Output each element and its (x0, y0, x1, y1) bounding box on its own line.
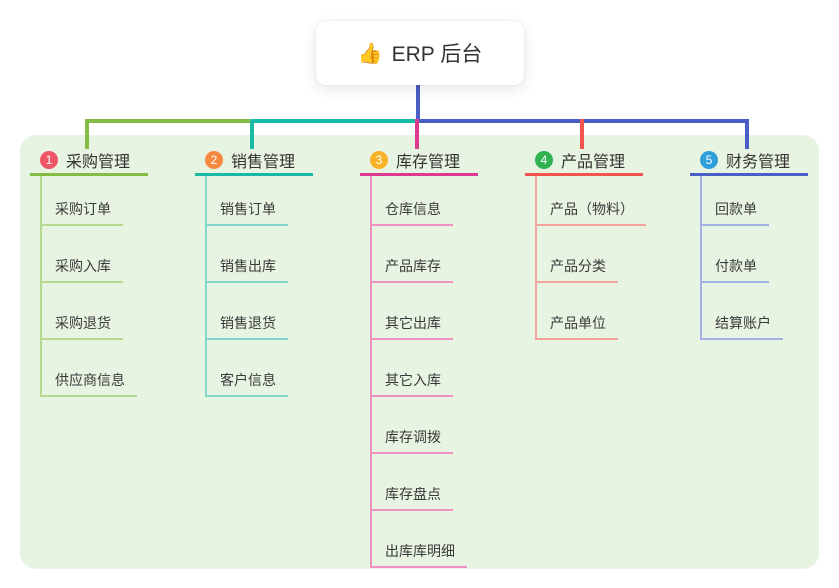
child-label: 仓库信息 (385, 201, 441, 217)
connector-branch-drop (85, 119, 89, 149)
child-node[interactable]: 采购订单 (42, 176, 123, 226)
priority-badge: 3 (370, 150, 388, 169)
child-label: 库存调拨 (385, 429, 441, 445)
connector-branch-drop (250, 119, 254, 149)
child-label: 客户信息 (220, 372, 276, 388)
branch-children: 采购订单采购入库采购退货供应商信息 (40, 176, 137, 397)
child-label: 产品库存 (385, 258, 441, 274)
child-label: 销售出库 (220, 258, 276, 274)
branch-5: 5 财务管理 回款单付款单结算账户 (690, 119, 808, 340)
branch-children: 销售订单销售出库销售退货客户信息 (205, 176, 288, 397)
child-node[interactable]: 结算账户 (702, 283, 783, 340)
branch-header[interactable]: 1 采购管理 (30, 146, 148, 176)
child-node[interactable]: 库存调拨 (372, 397, 453, 454)
branch-children: 回款单付款单结算账户 (700, 176, 783, 340)
branch-1: 1 采购管理 采购订单采购入库采购退货供应商信息 (30, 119, 148, 397)
connector-branch-drop (745, 119, 749, 149)
child-label: 采购订单 (55, 201, 111, 217)
connector-root-vertical (416, 85, 420, 123)
child-node[interactable]: 出库库明细 (372, 511, 467, 568)
child-node[interactable]: 采购入库 (42, 226, 123, 283)
branch-children: 仓库信息产品库存其它出库其它入库库存调拨库存盘点出库库明细 (370, 176, 467, 568)
priority-badge: 5 (700, 150, 718, 169)
branch-label: 库存管理 (396, 153, 461, 171)
child-label: 产品（物料） (550, 201, 634, 217)
branch-3: 3 库存管理 仓库信息产品库存其它出库其它入库库存调拨库存盘点出库库明细 (360, 119, 478, 568)
branch-header[interactable]: 3 库存管理 (360, 146, 478, 176)
child-node[interactable]: 销售退货 (207, 283, 288, 340)
child-label: 供应商信息 (55, 372, 125, 388)
branch-2: 2 销售管理 销售订单销售出库销售退货客户信息 (195, 119, 313, 397)
branch-header[interactable]: 5 财务管理 (690, 146, 808, 176)
child-label: 出库库明细 (385, 543, 455, 559)
child-label: 回款单 (715, 201, 757, 217)
child-node[interactable]: 付款单 (702, 226, 769, 283)
child-node[interactable]: 供应商信息 (42, 340, 137, 397)
child-label: 其它入库 (385, 372, 441, 388)
connector-branch-drop (580, 119, 584, 149)
child-label: 产品分类 (550, 258, 606, 274)
child-node[interactable]: 产品单位 (537, 283, 618, 340)
branch-header[interactable]: 2 销售管理 (195, 146, 313, 176)
child-node[interactable]: 客户信息 (207, 340, 288, 397)
priority-badge: 4 (535, 150, 553, 169)
child-node[interactable]: 回款单 (702, 176, 769, 226)
connector-branch-drop (415, 119, 419, 149)
child-label: 付款单 (715, 258, 757, 274)
child-node[interactable]: 仓库信息 (372, 176, 453, 226)
child-label: 库存盘点 (385, 486, 441, 502)
child-node[interactable]: 产品（物料） (537, 176, 646, 226)
child-label: 产品单位 (550, 315, 606, 331)
child-label: 销售订单 (220, 201, 276, 217)
child-node[interactable]: 产品分类 (537, 226, 618, 283)
thumbs-up-icon: 👍 (357, 42, 383, 65)
connector-bus-green (85, 119, 251, 123)
priority-badge: 2 (205, 150, 223, 169)
branch-label: 采购管理 (66, 153, 131, 171)
root-node[interactable]: 👍 ERP 后台 (316, 21, 524, 85)
child-node[interactable]: 库存盘点 (372, 454, 453, 511)
child-node[interactable]: 其它入库 (372, 340, 453, 397)
child-node[interactable]: 销售出库 (207, 226, 288, 283)
branch-4: 4 产品管理 产品（物料） 产品分类产品单位 (525, 119, 646, 340)
child-label: 结算账户 (715, 315, 771, 331)
branch-label: 产品管理 (561, 153, 626, 171)
connector-bus-teal (251, 119, 418, 123)
child-node[interactable]: 产品库存 (372, 226, 453, 283)
child-node[interactable]: 其它出库 (372, 283, 453, 340)
child-label: 销售退货 (220, 315, 276, 331)
child-label: 其它出库 (385, 315, 441, 331)
child-node[interactable]: 采购退货 (42, 283, 123, 340)
branch-children: 产品（物料） 产品分类产品单位 (535, 176, 646, 340)
priority-badge: 1 (40, 150, 58, 169)
root-title: ERP 后台 (391, 43, 483, 66)
child-label: 采购入库 (55, 258, 111, 274)
branches-panel (20, 135, 819, 569)
branch-header[interactable]: 4 产品管理 (525, 146, 643, 176)
child-label: 采购退货 (55, 315, 111, 331)
branch-label: 财务管理 (726, 153, 791, 171)
child-node[interactable]: 销售订单 (207, 176, 288, 226)
branch-label: 销售管理 (231, 153, 296, 171)
